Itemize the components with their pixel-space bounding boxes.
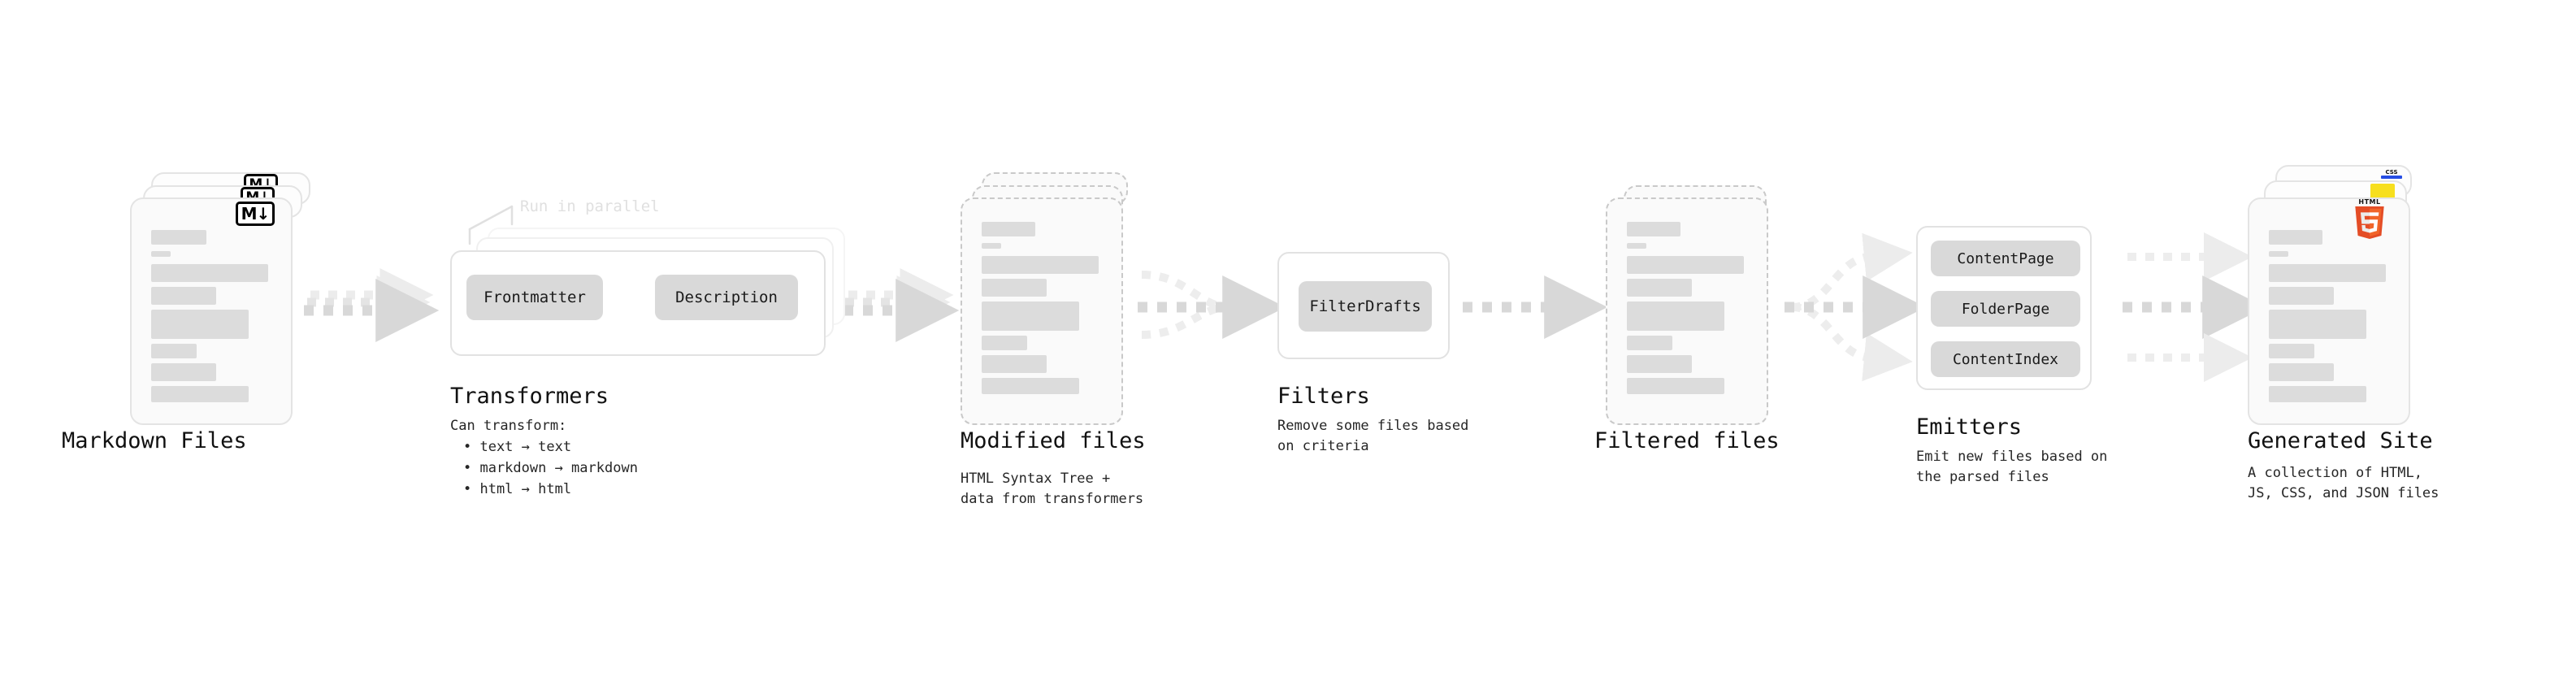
emitter-chip-contentindex[interactable]: ContentIndex [1931, 341, 2080, 377]
skeleton-bar [1627, 243, 1646, 249]
stage-title-markdown-files: Markdown Files [62, 428, 247, 453]
skeleton-bar [151, 230, 206, 245]
skeleton-bar [982, 279, 1047, 297]
html5-shield-icon [2355, 206, 2384, 239]
skeleton-bar [982, 256, 1099, 274]
skeleton-bar [151, 344, 197, 358]
skeleton-bar [151, 310, 249, 339]
skeleton-bar [2269, 230, 2322, 245]
stage-title-generated-site: Generated Site [2248, 428, 2433, 453]
html5-badge-text: HTML [2358, 198, 2381, 206]
skeleton-bar [1627, 378, 1724, 394]
css-badge: CSS [2381, 169, 2402, 180]
skeleton-bar [151, 386, 249, 402]
transformer-box-front[interactable]: Frontmatter Description [450, 250, 826, 356]
transformer-chip-description[interactable]: Description [655, 275, 798, 320]
stage-title-emitters: Emitters [1916, 414, 2023, 440]
transformers-bullet-1: • markdown → markdown [463, 460, 638, 476]
skeleton-bar [151, 363, 216, 381]
skeleton-bar [2269, 251, 2288, 257]
transformers-subtitle: Can transform: [450, 418, 567, 434]
arrow-markdown-to-transformers [304, 268, 440, 342]
site-card-front[interactable] [2248, 197, 2410, 425]
skeleton-bar [2269, 386, 2366, 402]
skeleton-bar [1627, 355, 1692, 373]
skeleton-bar [982, 243, 1001, 249]
skeleton-bar [2269, 287, 2334, 305]
filter-chip-filterdrafts[interactable]: FilterDrafts [1299, 281, 1432, 332]
skeleton-bar [2269, 310, 2366, 339]
emitter-chip-folderpage[interactable]: FolderPage [1931, 291, 2080, 327]
skeleton-bar [1627, 222, 1680, 236]
filters-subtitle: Remove some files based on criteria [1277, 418, 1469, 454]
run-in-parallel-label: Run in parallel [520, 197, 660, 215]
generated-site-subtitle: A collection of HTML, JS, CSS, and JSON … [2248, 465, 2439, 501]
markdown-badge: M↓ [236, 202, 275, 226]
skeleton-bar [2269, 344, 2314, 358]
stage-title-transformers: Transformers [450, 384, 609, 409]
skeleton-bar [151, 251, 171, 257]
skeleton-bar [1627, 336, 1672, 350]
skeleton-bar [982, 301, 1079, 331]
skeleton-bar [982, 336, 1027, 350]
arrow-filtered-to-emitters [1785, 232, 1927, 382]
skeleton-bar [151, 264, 268, 282]
skeleton-bar [1627, 256, 1744, 274]
skeleton-bar [1627, 301, 1724, 331]
skeleton-bar [2269, 363, 2334, 381]
transformer-chip-frontmatter[interactable]: Frontmatter [466, 275, 603, 320]
css-badge-text: CSS [2385, 169, 2398, 176]
modified-files-subtitle: HTML Syntax Tree + data from transformer… [961, 471, 1144, 507]
skeleton-bar [1627, 279, 1692, 297]
skeleton-bar [982, 355, 1047, 373]
skeleton-bar [982, 378, 1079, 394]
arrow-modified-to-filters [1138, 271, 1286, 339]
skeleton-bar [982, 222, 1035, 236]
markdown-card-front[interactable] [130, 197, 293, 425]
js-badge [2370, 184, 2395, 200]
transformers-bullet-2: • html → html [463, 481, 572, 497]
html5-badge: HTML [2352, 198, 2387, 239]
emitters-box[interactable]: ContentPage FolderPage ContentIndex [1916, 226, 2092, 390]
filters-box[interactable]: FilterDrafts [1277, 252, 1450, 359]
stage-title-filters: Filters [1277, 384, 1370, 409]
skeleton-bar [2269, 264, 2386, 282]
transformers-bullet-0: • text → text [463, 439, 572, 455]
modified-card-front[interactable] [961, 197, 1123, 425]
skeleton-bar [151, 287, 216, 305]
filtered-card-front[interactable] [1606, 197, 1768, 425]
css-badge-bar [2381, 176, 2402, 179]
arrow-emitters-to-site [2123, 232, 2266, 382]
stage-title-modified-files: Modified files [961, 428, 1146, 453]
stage-title-filtered-files: Filtered files [1594, 428, 1780, 453]
emitter-chip-contentpage[interactable]: ContentPage [1931, 241, 2080, 276]
emitters-subtitle: Emit new files based on the parsed files [1916, 449, 2108, 485]
